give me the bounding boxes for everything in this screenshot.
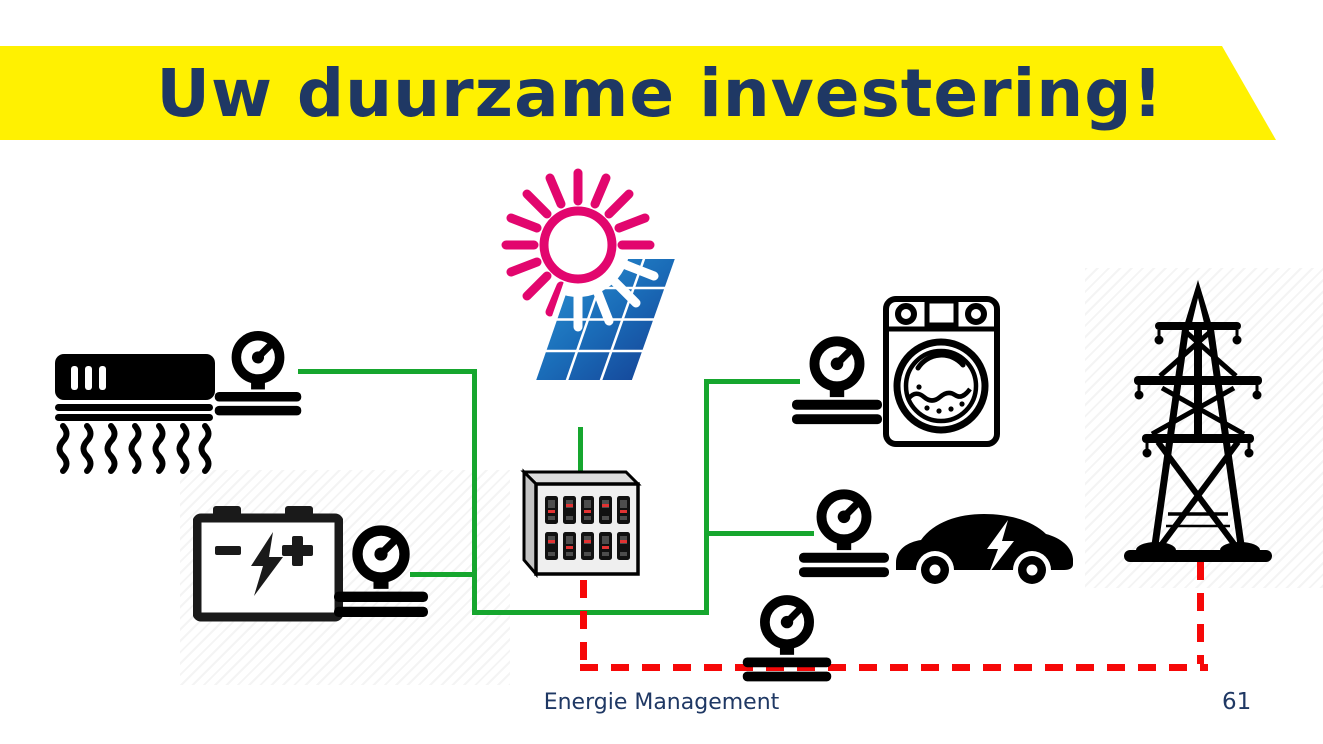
washing-machine-icon [883,296,1001,448]
car-meter-icon [799,486,889,580]
wire-red-fusebox-vertical [580,580,587,666]
grid-meter-icon [742,592,832,684]
breaker-switches [545,496,630,560]
transmission-tower-icon [1122,276,1274,568]
washer-meter-icon [792,333,882,427]
tower-crossarm-middle [1134,376,1262,385]
washer-knob-right [965,303,987,325]
electric-car-icon [888,502,1080,588]
sun-solar-panel-icon [494,158,704,390]
sun-rays [501,168,655,317]
battery-meter-icon [334,522,428,620]
title-banner: Uw duurzame investering! [0,46,1276,140]
minus-terminal [215,546,241,555]
wire-red-bottom-horizontal [580,664,1208,671]
wire-green-left-vertical [472,369,477,615]
wire-green-heater-horizontal [298,369,477,374]
washer-knob-left [895,303,917,325]
footer-text: Energie Management [543,690,780,715]
lightning-bolt [251,532,283,596]
wire-green-washer-horizontal [704,379,800,384]
car-lightning-bolt [987,520,1014,573]
wire-red-tower-vertical [1197,562,1204,664]
wire-green-solar-stub [578,427,583,471]
wire-green-car-horizontal [704,531,814,536]
heater-meter-icon [212,328,304,418]
heater-icon [55,352,217,474]
fuse-box-icon [520,464,644,578]
page-title: Uw duurzame investering! [156,54,1164,132]
detergent-drawer [924,298,959,328]
page-number: 61 [1222,689,1252,715]
wire-green-bottom-horizontal [472,610,709,615]
tower-crossarm-top [1155,322,1241,330]
wire-green-right-vertical [704,379,709,615]
heat-waves [56,423,212,474]
sun-disc [539,206,617,284]
tower-base [1124,550,1272,562]
panel-white-rays [573,260,659,332]
wire-green-battery-horizontal [410,572,476,577]
battery-icon [193,502,343,622]
tower-crossarm-bottom [1142,434,1254,443]
